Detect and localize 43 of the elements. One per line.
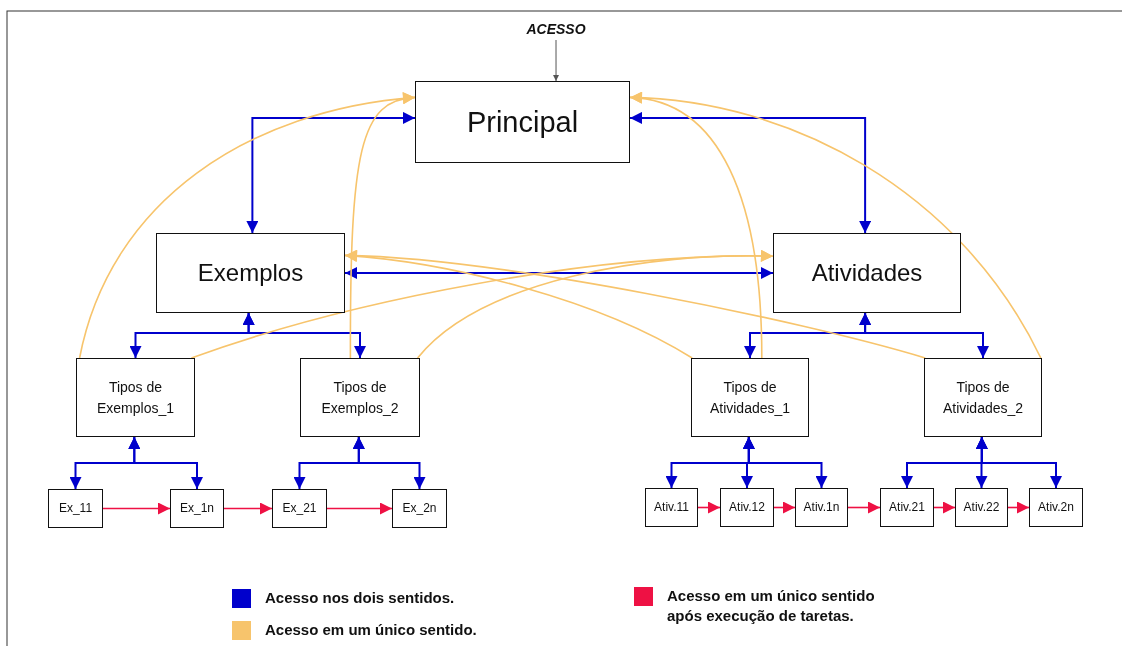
legend-text: Acesso em um único sentido após execução de taretas.: [667, 586, 876, 626]
page-box: Ativ.2n: [1029, 488, 1083, 527]
connector-arrow: [933, 501, 956, 514]
page-box: Tipos de Atividades_1: [691, 358, 809, 437]
connector-arrow: [773, 501, 796, 514]
page-box: Ex_11: [48, 489, 103, 528]
page-box: Tipos de Atividades_2: [924, 358, 1042, 437]
connector-arrow: [629, 111, 872, 234]
connector-arrow: [344, 267, 774, 279]
page-box: Ativ.11: [645, 488, 698, 527]
connector-arrow: [416, 250, 774, 359]
connector-arrow: [102, 502, 171, 515]
connector-arrow: [975, 436, 1062, 489]
page-box: Ex_2n: [392, 489, 447, 528]
page-box: Exemplos: [156, 233, 345, 313]
page-box: Tipos de Exemplos_2: [300, 358, 420, 437]
connector-arrow: [344, 249, 926, 359]
connector-arrow: [553, 39, 560, 82]
connector-arrow: [349, 93, 416, 359]
page-box: Principal: [415, 81, 630, 163]
connector-arrow: [742, 436, 828, 489]
connector-arrow: [128, 436, 203, 490]
page-box: Ex_21: [272, 489, 327, 528]
legend-text: Acesso em um único sentido.: [265, 620, 478, 640]
page-box: Tipos de Exemplos_1: [76, 358, 195, 437]
legend-text: Acesso nos dois sentidos.: [265, 588, 456, 608]
connector-arrow: [246, 111, 416, 234]
connector-arrow: [326, 502, 393, 515]
page-box: Ativ.22: [955, 488, 1008, 527]
connector-arrow: [223, 502, 273, 515]
connector-arrow: [697, 501, 721, 514]
connector-arrow: [629, 92, 1042, 359]
connector-arrow: [859, 312, 989, 359]
page-box: Ativ.21: [880, 488, 934, 527]
connector-arrow: [847, 501, 881, 514]
connector-arrow: [242, 312, 366, 359]
connector-arrow: [352, 436, 426, 490]
page-box: Ex_1n: [170, 489, 224, 528]
page-box: Ativ.12: [720, 488, 774, 527]
page-box: Atividades: [773, 233, 961, 313]
connector-arrow: [1007, 501, 1030, 514]
page-box: Ativ.1n: [795, 488, 848, 527]
entry-label: ACESSO: [501, 18, 611, 40]
